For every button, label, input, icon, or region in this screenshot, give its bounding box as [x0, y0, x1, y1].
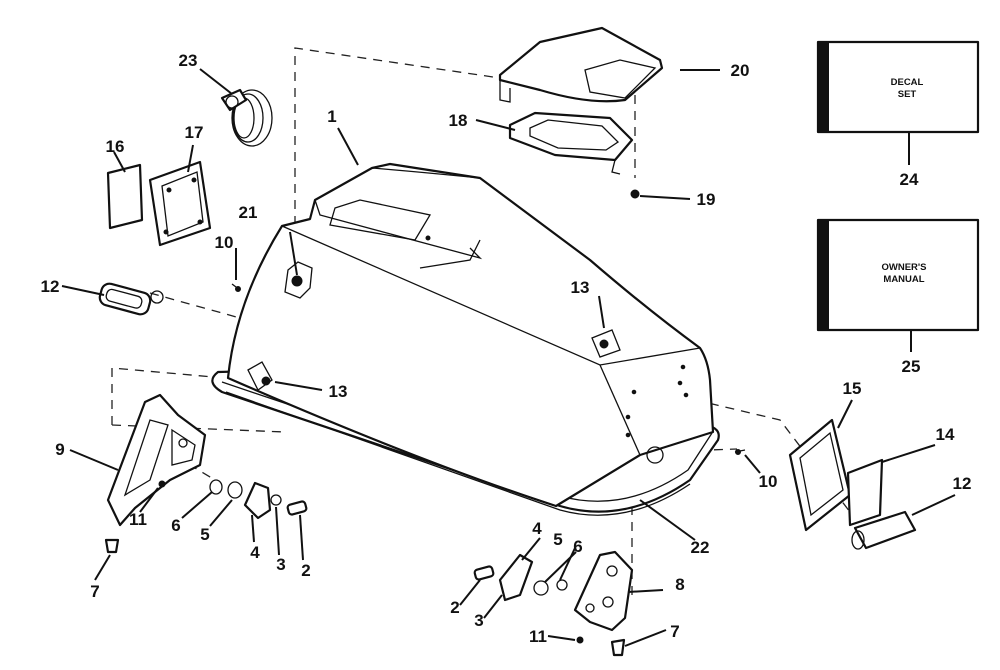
bezel-17	[148, 160, 212, 247]
callout-14: 14	[936, 425, 955, 444]
screw-10	[231, 283, 746, 455]
callout-5-b: 5	[553, 530, 562, 549]
callout-20: 20	[731, 61, 750, 80]
starter-cord	[220, 88, 273, 147]
callout-9: 9	[55, 440, 64, 459]
callout-10-b: 10	[759, 472, 778, 491]
leader-lines	[61, 68, 956, 647]
hardware-right	[473, 553, 626, 657]
callout-2-b: 2	[450, 598, 459, 617]
decal-plate-16	[106, 163, 144, 230]
callout-6-a: 6	[171, 516, 180, 535]
callout-19: 19	[697, 190, 716, 209]
callout-6-b: 6	[573, 537, 582, 556]
callout-1: 1	[327, 107, 336, 126]
callout-18: 18	[449, 111, 468, 130]
callout-13-a: 13	[571, 278, 590, 297]
callout-7-b: 7	[670, 622, 679, 641]
callout-11-b: 11	[529, 627, 547, 646]
callout-3-b: 3	[474, 611, 483, 630]
gasket-15	[788, 418, 852, 532]
manual-box-line-2: MANUAL	[883, 274, 924, 285]
callout-12-b: 12	[953, 474, 972, 493]
motor-cover	[211, 162, 720, 516]
screw-19	[630, 189, 640, 199]
callout-4-b: 4	[532, 519, 542, 538]
callout-17: 17	[185, 123, 204, 142]
owners-manual-box: OWNER'S MANUAL	[816, 218, 980, 332]
manual-box-line-1: OWNER'S	[881, 262, 926, 273]
callout-2-a: 2	[301, 561, 310, 580]
callout-10-a: 10	[215, 233, 234, 252]
callout-5-a: 5	[200, 525, 209, 544]
callout-11-a: 11	[129, 510, 147, 529]
hood-cap	[498, 26, 664, 103]
callout-16: 16	[106, 137, 125, 156]
hardware-left	[104, 479, 308, 554]
callout-12-a: 12	[41, 277, 60, 296]
latch-handle-right	[851, 510, 917, 550]
cap-gasket	[508, 111, 634, 175]
bracket-9	[106, 393, 207, 527]
callout-8: 8	[675, 575, 684, 594]
callout-numbers: 1 21 13 13 23 17 16 20 18 19 12 10 9 11 …	[41, 51, 972, 646]
bracket-8	[573, 550, 634, 632]
callout-15: 15	[843, 379, 862, 398]
callout-4-a: 4	[250, 543, 260, 562]
plate-14	[846, 458, 884, 527]
callout-3-a: 3	[276, 555, 285, 574]
decal-box-line-1: DECAL	[891, 77, 924, 88]
callout-13-b: 13	[329, 382, 348, 401]
callout-24: 24	[900, 170, 919, 189]
callout-22: 22	[691, 538, 710, 557]
callout-21: 21	[239, 203, 258, 222]
decal-set-box: DECAL SET	[816, 40, 980, 134]
latch-handle-left	[98, 282, 164, 316]
callout-25: 25	[902, 357, 921, 376]
callout-23: 23	[179, 51, 198, 70]
decal-box-line-2: SET	[898, 89, 917, 100]
callout-7-a: 7	[90, 582, 99, 601]
